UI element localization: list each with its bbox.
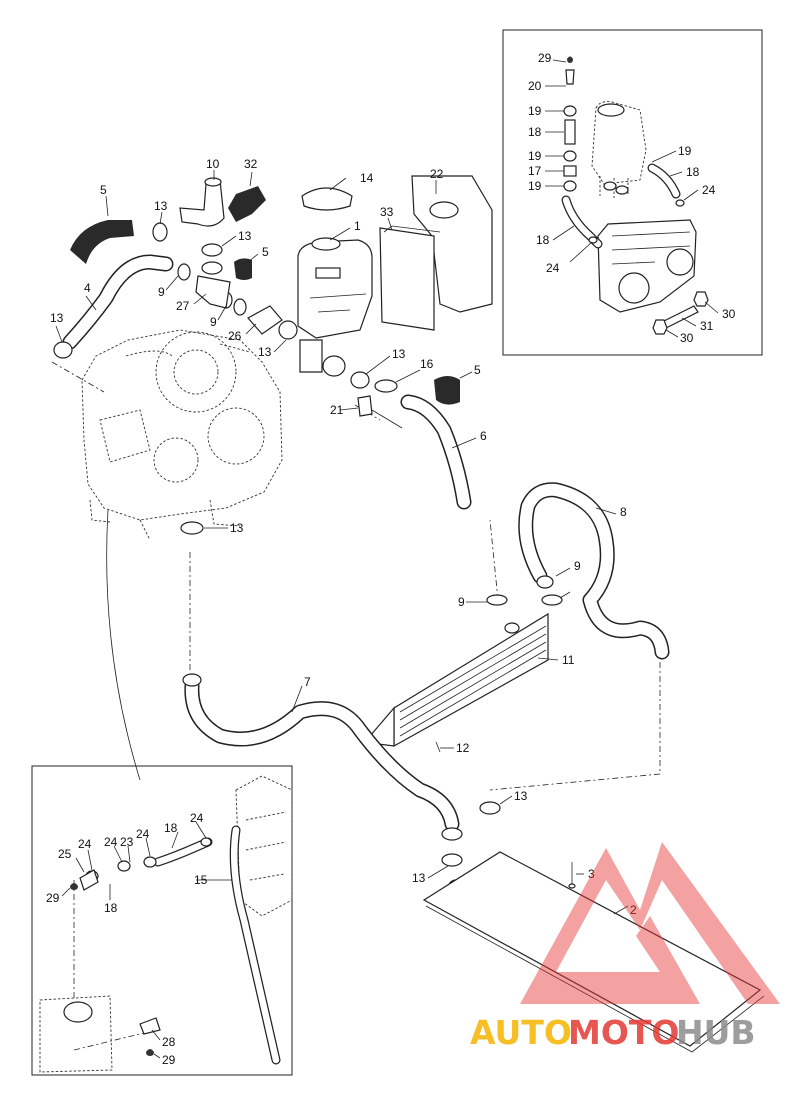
callout-13e: 13 (392, 347, 406, 361)
callout-5b: 5 (262, 245, 269, 259)
callout-13g: 13 (514, 789, 528, 803)
inset2-callout-24c: 24 (104, 835, 118, 849)
automotohub-watermark: AUTO MOTO HUB (470, 842, 780, 1052)
callout-26: 26 (228, 329, 242, 343)
callout-6: 6 (480, 429, 487, 443)
inset2-callout-24d: 24 (136, 827, 150, 841)
callout-21: 21 (330, 403, 344, 417)
callout-labels: 1 2 3 4 5 5 5 6 7 8 9 9 9 9 10 11 12 13 … (46, 51, 736, 1067)
inset2-callout-18b: 18 (104, 901, 118, 915)
inset1-callout-24a: 24 (546, 261, 560, 275)
inset1-callout-19d: 19 (678, 144, 692, 158)
callout-2: 2 (630, 903, 637, 917)
inset1-callout-30b: 30 (680, 331, 694, 345)
callout-12: 12 (456, 741, 470, 755)
callout-1: 1 (354, 219, 361, 233)
engine-ghost-outline (81, 329, 283, 541)
callout-15: 15 (194, 873, 208, 887)
inset-engine-side-detail (31, 765, 293, 1076)
callout-16: 16 (420, 357, 434, 371)
inset1-callout-20: 20 (528, 79, 542, 93)
inset2-callout-29b: 29 (162, 1053, 176, 1067)
watermark-logo-mark (520, 842, 780, 1004)
callout-13f: 13 (230, 521, 244, 535)
callout-9d: 9 (458, 595, 465, 609)
inset1-callout-18c: 18 (686, 165, 700, 179)
watermark-text-auto: AUTO (470, 1013, 572, 1052)
inset1-callout-29: 29 (538, 51, 552, 65)
callout-8: 8 (620, 505, 627, 519)
main-parts (53, 175, 765, 1053)
main-leader-lines (55, 170, 629, 915)
callout-11: 11 (562, 653, 575, 667)
callout-5a: 5 (100, 183, 107, 197)
callout-7: 7 (304, 675, 311, 689)
callout-32: 32 (244, 157, 258, 171)
callout-13b: 13 (238, 229, 252, 243)
inset2-callout-18a: 18 (164, 821, 178, 835)
inset2-callout-28: 28 (162, 1035, 176, 1049)
callout-27: 27 (176, 299, 190, 313)
callout-4: 4 (84, 281, 91, 295)
watermark-text-moto: MOTO (568, 1013, 679, 1052)
callout-13d: 13 (258, 345, 272, 359)
inset1-callout-19c: 19 (528, 179, 542, 193)
inset1-callout-17: 17 (528, 164, 542, 178)
inset2-callout-29a: 29 (46, 891, 60, 905)
callout-10: 10 (206, 157, 220, 171)
callout-9b: 9 (210, 315, 217, 329)
connection-lines (51, 361, 661, 1051)
callout-22: 22 (430, 167, 444, 181)
inset1-callout-18b: 18 (536, 233, 550, 247)
inset2-callout-25: 25 (58, 847, 72, 861)
inset2-callout-24b: 24 (78, 837, 92, 851)
inset1-callout-31: 31 (700, 319, 714, 333)
inset2-callout-23: 23 (120, 835, 134, 849)
callout-13a: 13 (154, 199, 168, 213)
inset1-callout-19a: 19 (528, 104, 542, 118)
callout-5c: 5 (474, 363, 481, 377)
callout-3: 3 (588, 867, 595, 881)
callout-9a: 9 (158, 285, 165, 299)
callout-13c: 13 (50, 311, 64, 325)
inset-oil-tank-detail (502, 29, 763, 356)
inset2-callout-24a: 24 (190, 811, 204, 825)
inset1-callout-19b: 19 (528, 149, 542, 163)
callout-14: 14 (360, 171, 374, 185)
callout-9c: 9 (574, 559, 581, 573)
inset1-callout-30a: 30 (722, 307, 736, 321)
inset1-callout-24b: 24 (702, 183, 716, 197)
watermark-text-hub: HUB (676, 1013, 756, 1052)
callout-13h: 13 (412, 871, 426, 885)
inset1-callout-18a: 18 (528, 125, 542, 139)
callout-33: 33 (380, 205, 394, 219)
